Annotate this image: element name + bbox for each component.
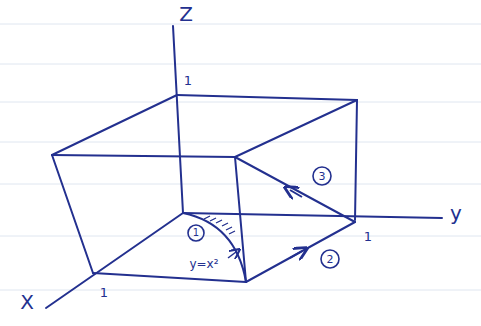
- path-three: [235, 157, 355, 222]
- axis-tick: 1: [100, 286, 108, 299]
- axis-tick: 1: [184, 74, 192, 87]
- callout-number: 3: [319, 171, 326, 182]
- callout-number: 2: [327, 254, 334, 265]
- axis-tick: 1: [364, 230, 372, 243]
- curve-equation: y=x²: [189, 258, 218, 270]
- path-two: [246, 222, 355, 282]
- number-circles: [188, 167, 339, 268]
- axis-name: y: [450, 203, 462, 223]
- y-axis: [183, 213, 442, 218]
- cube-edges: [46, 26, 442, 308]
- z-axis: [173, 26, 183, 213]
- hatching: [204, 216, 235, 234]
- axis-name: Z: [179, 4, 193, 24]
- notebook-lines: [0, 24, 481, 290]
- axis-name: X: [20, 292, 34, 312]
- parabola-path: [183, 213, 246, 282]
- direction-arrows: [228, 190, 302, 258]
- x-axis: [46, 213, 183, 308]
- callout-number: 1: [193, 228, 199, 238]
